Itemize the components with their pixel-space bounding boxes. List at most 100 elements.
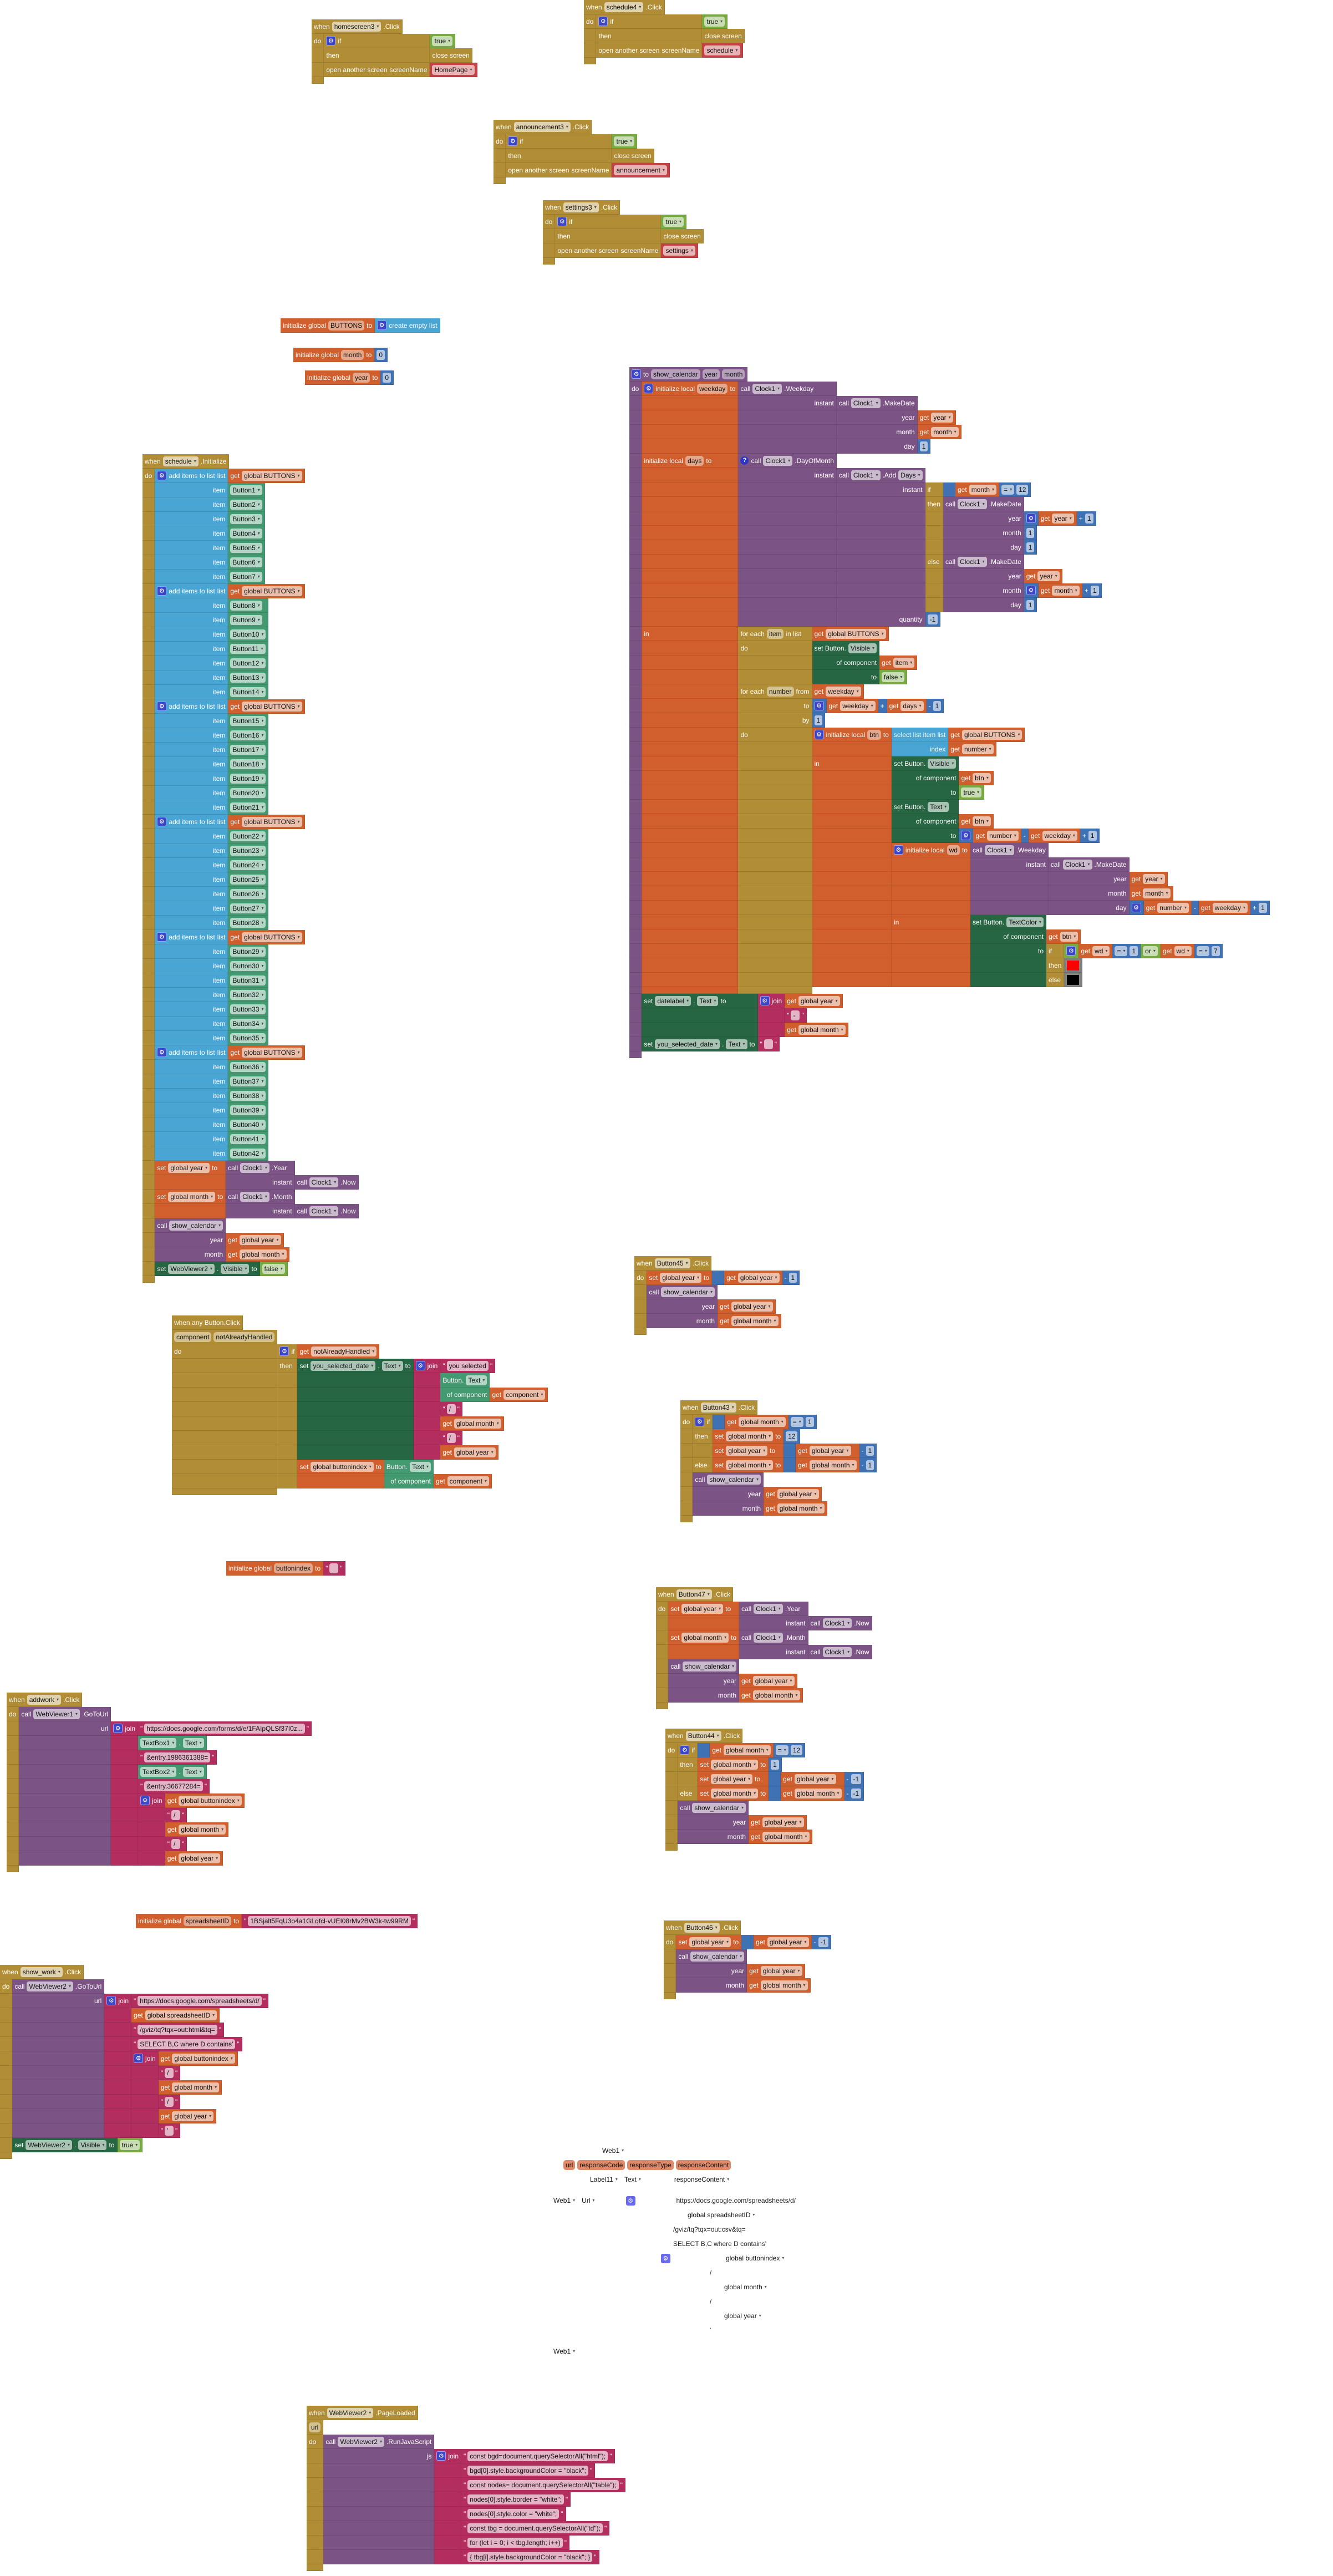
string-field[interactable]: const nodes= document.querySelectorAll("…: [467, 2480, 619, 2490]
dropdown-field[interactable]: show_calendar▾: [707, 1474, 761, 1485]
dropdown-field[interactable]: global year▾: [737, 1272, 780, 1283]
dropdown-field[interactable]: Button41▾: [230, 1134, 266, 1144]
variable-name-field[interactable]: number: [766, 686, 794, 697]
dropdown-field[interactable]: Clock1▾: [822, 1618, 852, 1628]
variable-name-field[interactable]: url: [309, 2422, 321, 2432]
number-field[interactable]: 7: [1211, 946, 1220, 956]
variable-name-field[interactable]: notAlreadyHandled: [213, 1332, 275, 1342]
mutator-gear-icon[interactable]: ⚙: [279, 1347, 289, 1356]
mutator-gear-icon[interactable]: ⚙: [1066, 946, 1076, 956]
dropdown-field[interactable]: global year▾: [752, 1675, 795, 1686]
mutator-gear-icon[interactable]: ⚙: [157, 471, 167, 480]
variable-name-field[interactable]: month: [341, 349, 364, 360]
dropdown-field[interactable]: Button15▾: [230, 715, 266, 726]
dropdown-field[interactable]: Button36▾: [230, 1061, 266, 1072]
dropdown-field[interactable]: Button19▾: [230, 773, 266, 784]
dropdown-field[interactable]: global month▾: [762, 1831, 810, 1842]
dropdown-field[interactable]: Button28▾: [230, 917, 266, 928]
mutator-gear-icon[interactable]: ⚙: [680, 1745, 690, 1755]
dropdown-field[interactable]: Visible▾: [848, 643, 877, 653]
dropdown-field[interactable]: global year▾: [681, 1603, 724, 1614]
dropdown-field[interactable]: Text▾: [928, 801, 949, 812]
dropdown-field[interactable]: Button8▾: [230, 600, 262, 611]
dropdown-field[interactable]: days▾: [900, 700, 924, 711]
dropdown-field[interactable]: global month▾: [724, 1745, 771, 1755]
dropdown-field[interactable]: Web1▾: [551, 2346, 577, 2356]
dropdown-field[interactable]: Visible▾: [221, 1263, 250, 1274]
number-field[interactable]: 1: [1088, 830, 1097, 841]
dropdown-field[interactable]: true▾: [663, 216, 684, 227]
string-field[interactable]: nodes[0].style.color = "white";: [467, 2508, 559, 2519]
dropdown-field[interactable]: year▾: [931, 412, 953, 423]
dropdown-field[interactable]: Button2▾: [230, 499, 262, 510]
dropdown-field[interactable]: WebViewer2▾: [26, 2140, 72, 2150]
mutator-gear-icon[interactable]: ⚙: [326, 36, 336, 45]
number-field[interactable]: 1: [1090, 585, 1099, 596]
dropdown-field[interactable]: btn▾: [1060, 931, 1078, 942]
dropdown-field[interactable]: global month▾: [777, 1503, 825, 1513]
number-field[interactable]: 1: [919, 441, 928, 451]
variable-name-field[interactable]: responseCode: [577, 2160, 625, 2170]
dropdown-field[interactable]: Button14▾: [230, 687, 266, 697]
dropdown-field[interactable]: Clock1▾: [984, 845, 1014, 855]
dropdown-field[interactable]: global month▾: [711, 1759, 759, 1770]
dropdown-field[interactable]: global year▾: [798, 995, 840, 1006]
string-field[interactable]: https://docs.google.com/forms/d/e/1FAIpQ…: [144, 1723, 305, 1734]
number-field[interactable]: 0: [377, 349, 385, 360]
dropdown-field[interactable]: global year▾: [809, 1445, 851, 1456]
string-field[interactable]: https://docs.google.com/spreadsheets/d/: [138, 1995, 262, 2006]
number-field[interactable]: 12: [790, 1745, 803, 1755]
dropdown-field[interactable]: show_calendar▾: [692, 1802, 746, 1813]
mutator-gear-icon[interactable]: ⚙: [157, 932, 167, 942]
dropdown-field[interactable]: Button17▾: [230, 744, 266, 755]
number-field[interactable]: 12: [786, 1431, 798, 1441]
dropdown-field[interactable]: global month▾: [179, 1824, 226, 1835]
dropdown-field[interactable]: global year▾: [172, 2111, 214, 2121]
dropdown-field[interactable]: weekday▾: [826, 686, 861, 697]
dropdown-field[interactable]: Button23▾: [230, 845, 266, 856]
string-field[interactable]: 1BSjalt5FqU3o4a1GLqfcl-vUEI08rMv2BW3k-tw…: [248, 1916, 411, 1926]
dropdown-field[interactable]: Clock1▾: [309, 1206, 339, 1216]
dropdown-field[interactable]: global month▾: [731, 1315, 779, 1326]
string-field[interactable]: /gviz/tq?tqx=out:html&tq=: [138, 2024, 217, 2035]
dropdown-field[interactable]: wd▾: [1092, 946, 1110, 956]
dropdown-field[interactable]: global year▾: [777, 1488, 819, 1499]
dropdown-field[interactable]: Visible▾: [78, 2140, 107, 2150]
dropdown-field[interactable]: Button31▾: [230, 975, 266, 985]
dropdown-field[interactable]: Button20▾: [230, 787, 266, 798]
dropdown-field[interactable]: Button9▾: [230, 614, 262, 625]
string-field[interactable]: SELECT B,C where D contains': [138, 2039, 236, 2049]
dropdown-field[interactable]: Label11▾: [588, 2174, 620, 2184]
dropdown-field[interactable]: Button34▾: [230, 1018, 266, 1029]
dropdown-field[interactable]: Clock1▾: [958, 556, 987, 567]
dropdown-field[interactable]: =▾: [1001, 484, 1015, 495]
dropdown-field[interactable]: true▾: [614, 136, 635, 146]
number-field[interactable]: 1: [1259, 902, 1267, 913]
dropdown-field[interactable]: global spreadsheetID▾: [685, 2210, 757, 2220]
dropdown-field[interactable]: global month▾: [454, 1418, 501, 1429]
dropdown-field[interactable]: schedule▾: [704, 45, 740, 55]
dropdown-field[interactable]: or▾: [1143, 946, 1158, 956]
dropdown-field[interactable]: Button12▾: [230, 658, 266, 668]
dropdown-field[interactable]: show_calendar▾: [683, 1661, 737, 1671]
dropdown-field[interactable]: Button39▾: [230, 1105, 266, 1115]
color-swatch[interactable]: [1066, 959, 1080, 971]
dropdown-field[interactable]: Button45▾: [654, 1258, 690, 1268]
number-field[interactable]: 1: [771, 1759, 779, 1770]
variable-name-field[interactable]: year: [702, 369, 720, 379]
dropdown-field[interactable]: global month▾: [681, 1632, 729, 1643]
dropdown-field[interactable]: announcement▾: [614, 165, 667, 175]
number-field[interactable]: 1: [933, 700, 942, 711]
string-field[interactable]: /: [171, 1810, 180, 1820]
dropdown-field[interactable]: Button43▾: [700, 1402, 736, 1413]
dropdown-field[interactable]: Button37▾: [230, 1076, 266, 1086]
dropdown-field[interactable]: Button32▾: [230, 989, 266, 1000]
dropdown-field[interactable]: Clock1▾: [851, 398, 881, 408]
dropdown-field[interactable]: Button1▾: [230, 485, 262, 495]
